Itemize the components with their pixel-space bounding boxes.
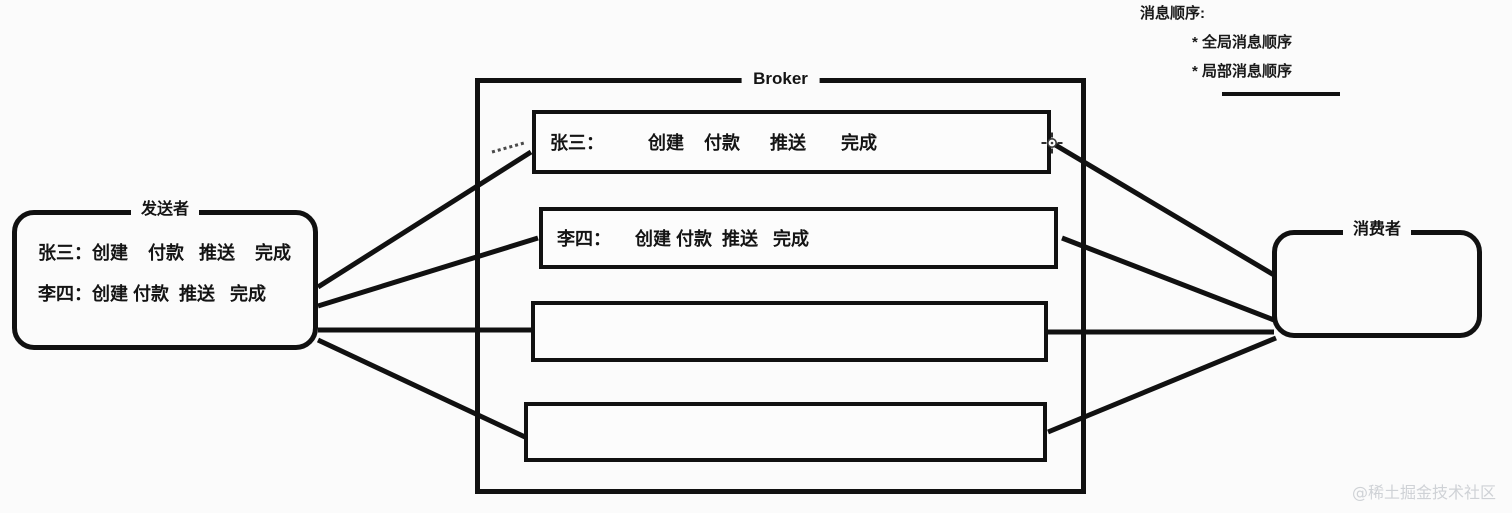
sender-box[interactable]: 发送者: [12, 201, 318, 350]
annotation-heading: 消息顺序:: [1140, 5, 1205, 22]
annotation-underline: [1222, 92, 1340, 96]
broker-queue-row-2[interactable]: 李四： 创建 付款 推送 完成: [539, 207, 1058, 269]
sender-line-lisi: 李四：创建 付款 推送 完成: [38, 284, 267, 304]
broker-queue-row-1[interactable]: 张三： 创建 付款 推送 完成: [532, 110, 1051, 174]
consumer-box[interactable]: 消费者: [1272, 221, 1482, 338]
wire-sender-to-queue2: [317, 235, 539, 309]
queue-owner-label: 张三：: [550, 133, 604, 153]
sender-line-zhangsan: 张三：创建 付款 推送 完成: [38, 243, 292, 263]
queue-owner-label: 李四：: [557, 229, 611, 249]
broker-queue-row-4[interactable]: [524, 402, 1047, 462]
queue-stages-label: 创建 付款 推送 完成: [648, 133, 878, 153]
consumer-title: 消费者: [1342, 221, 1412, 239]
sender-title: 发送者: [130, 201, 200, 219]
wire-queue1-to-consumer: [1050, 140, 1276, 278]
annotation-item-global: * 全局消息顺序: [1192, 34, 1293, 51]
annotation-item-partial: * 局部消息顺序: [1192, 63, 1293, 80]
wire-queue2-to-consumer: [1061, 235, 1275, 323]
annotation-block: 消息顺序: * 全局消息顺序 * 局部消息顺序: [1140, 4, 1340, 96]
queue-stages-label: 创建 付款 推送 完成: [635, 229, 810, 249]
watermark-label: @稀土掘金技术社区: [1351, 483, 1496, 502]
broker-title: Broker: [741, 70, 820, 88]
wire-queue4-to-consumer: [1047, 335, 1277, 435]
wire-sender-to-queue1: [316, 149, 533, 290]
broker-box[interactable]: Broker: [475, 70, 1086, 494]
broker-queue-row-3[interactable]: [531, 301, 1048, 362]
wire-sender-to-queue4: [316, 337, 527, 440]
